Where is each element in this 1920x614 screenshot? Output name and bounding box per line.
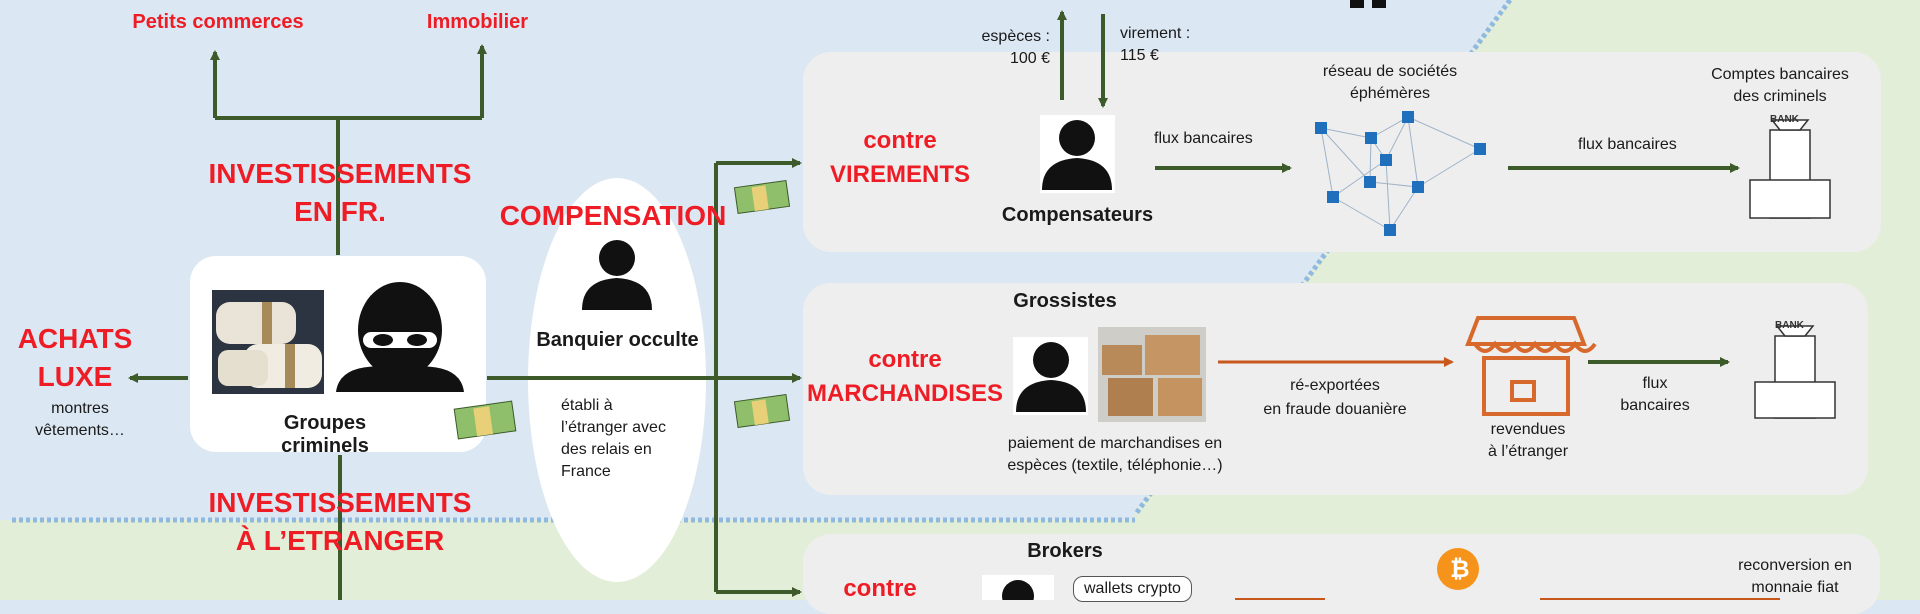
drug-packages-image	[212, 290, 324, 394]
achats-sub-line1: montres	[51, 400, 109, 417]
flux3-line1: flux	[1642, 375, 1668, 392]
label-compensation: COMPENSATION	[499, 200, 727, 231]
etabli-line4: France	[561, 463, 611, 480]
reconv-line2: monnaie fiat	[1751, 579, 1839, 596]
banquier-person-icon	[582, 240, 652, 310]
achats-sub-line2: vêtements…	[35, 422, 125, 439]
criminal-icon	[336, 282, 464, 392]
bitcoin-icon	[1437, 548, 1479, 590]
bitcoin-symbol: ₿	[1450, 556, 1470, 583]
label-contre-marchandises: contre MARCHANDISES	[805, 343, 1005, 411]
label-invest-etranger: INVESTISSEMENTS À L’ETRANGER	[205, 484, 475, 560]
label-banquier-occulte: Banquier occulte	[536, 329, 699, 351]
especes-value: 100 €	[1009, 50, 1050, 67]
label-invest-fr: INVESTISSEMENTS EN FR.	[205, 155, 475, 231]
label-petits-commerces: Petits commerces	[132, 11, 304, 33]
label-flux-bancaires-2: flux bancaires	[1578, 136, 1677, 153]
wallets-crypto-badge: wallets crypto	[1073, 576, 1192, 602]
shop-icon	[1465, 316, 1597, 416]
contre-virements-line2: VIREMENTS	[829, 161, 970, 188]
virement-value: 115 €	[1120, 47, 1159, 64]
paiement-line1: paiement de marchandises en	[1007, 435, 1223, 452]
invest-fr-line2: EN FR.	[294, 196, 386, 227]
revendues-line2: à l’étranger	[1487, 443, 1569, 460]
comptes-line2: des criminels	[1733, 88, 1827, 105]
bank-icon-2	[1754, 325, 1836, 419]
achats-line2: LUXE	[37, 361, 113, 392]
label-contre-brokers: contre	[843, 575, 917, 602]
label-reseau-societes: réseau de sociétés éphémères	[1300, 61, 1480, 105]
label-achats-luxe: ACHATS LUXE	[10, 320, 140, 396]
reseau-line1: réseau de sociétés	[1322, 63, 1458, 80]
contre-marchandises-line2: MARCHANDISES	[806, 380, 1003, 407]
etabli-line3: des relais en	[561, 441, 652, 458]
label-flux-bancaires-1: flux bancaires	[1154, 130, 1253, 147]
achats-sub: montres vêtements…	[10, 398, 150, 442]
invest-fr-line1: INVESTISSEMENTS	[208, 158, 472, 189]
especes-label-text: espèces :	[981, 28, 1050, 45]
label-flux-bancaires-3: flux bancaires	[1605, 373, 1705, 417]
virement-label: virement : 115 €	[1120, 23, 1190, 67]
comptes-line1: Comptes bancaires	[1711, 66, 1849, 83]
revendues-line1: revendues	[1490, 421, 1566, 438]
invest-et-line1: INVESTISSEMENTS	[208, 487, 472, 518]
compensateur-person-icon	[1040, 115, 1115, 193]
contre-virements-line1: contre	[863, 127, 937, 154]
reseau-line2: éphémères	[1349, 85, 1431, 102]
label-paiement: paiement de marchandises en espèces (tex…	[965, 433, 1265, 477]
label-reexportees: ré-exportées en fraude douanière	[1240, 374, 1430, 422]
label-compensateurs: Compensateurs	[1001, 204, 1154, 226]
achats-line1: ACHATS	[17, 323, 133, 354]
label-immobilier: Immobilier	[426, 11, 529, 33]
bank-icon-1	[1749, 119, 1831, 219]
label-groupes-criminels: Groupes criminels	[281, 412, 369, 457]
panel-virements	[803, 52, 1881, 252]
etabli-line2: l’étranger avec	[561, 419, 666, 436]
bank-label-1: BANK	[1770, 114, 1799, 125]
reexport-line1: ré-exportées	[1290, 377, 1380, 394]
hands-icon	[1350, 0, 1386, 8]
cash-icon-3	[453, 400, 517, 440]
grossiste-person-icon	[1013, 337, 1088, 415]
network-icon	[1320, 116, 1481, 231]
label-contre-virements: contre VIREMENTS	[815, 124, 985, 192]
especes-label: espèces : 100 €	[970, 26, 1050, 70]
reexport-line2: en fraude douanière	[1263, 401, 1407, 418]
flow-arrows	[128, 0, 1836, 600]
etabli-line1: établi à	[561, 397, 613, 414]
flux3-line2: bancaires	[1620, 397, 1690, 414]
banquier-description: établi à l’étranger avec des relais en F…	[561, 395, 701, 483]
reconv-line1: reconversion en	[1738, 557, 1852, 574]
label-comptes-bancaires: Comptes bancaires des criminels	[1695, 64, 1865, 108]
boxes-image	[1098, 327, 1206, 422]
invest-et-line2: À L’ETRANGER	[235, 525, 445, 556]
contre-marchandises-line1: contre	[868, 346, 942, 373]
paiement-line2: espèces (textile, téléphonie…)	[1007, 457, 1223, 474]
panel-marchandises	[803, 283, 1868, 495]
label-brokers: Brokers	[1027, 540, 1103, 562]
broker-person-icon	[982, 575, 1054, 600]
cash-icon-1	[733, 179, 791, 215]
label-reconversion: reconversion en monnaie fiat	[1715, 555, 1875, 599]
virement-label-text: virement :	[1120, 25, 1191, 42]
label-grossistes: Grossistes	[1013, 290, 1117, 312]
bank-label-2: BANK	[1775, 320, 1804, 331]
label-revendues: revendues à l’étranger	[1458, 419, 1598, 463]
cash-icon-2	[733, 393, 791, 429]
